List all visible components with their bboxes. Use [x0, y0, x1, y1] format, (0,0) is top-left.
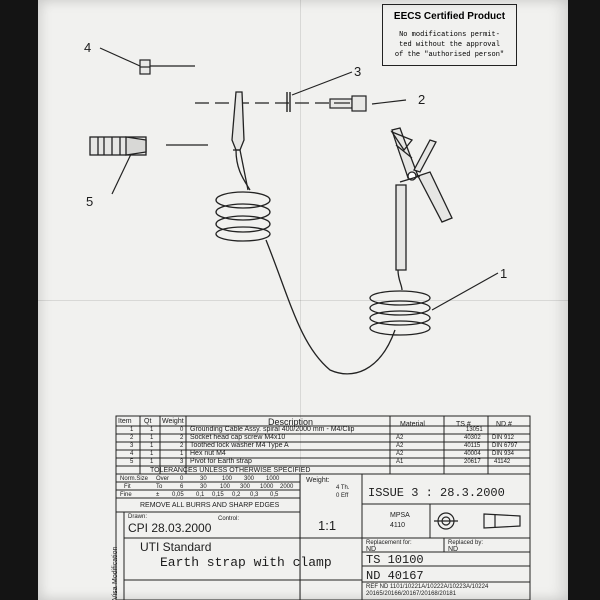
certification-box: EECS Certified Product No modifications … — [382, 4, 517, 66]
bom-header-nd: ND # — [496, 421, 512, 428]
issue-label: ISSUE 3 : 28.3.2000 — [368, 486, 505, 500]
cert-line: ted without the approval — [399, 41, 500, 49]
drawn-value: CPI 28.03.2000 — [128, 521, 212, 535]
mpsa-number: 4110 — [390, 522, 406, 529]
alligator-clamp — [390, 127, 453, 223]
bom-header-material: Material — [400, 421, 425, 428]
replaced-value: ND — [448, 546, 459, 553]
cert-line: of the "authorised person" — [394, 51, 505, 59]
modification-label: Modification — [112, 546, 119, 584]
fold-crease — [300, 0, 301, 600]
hex-nut — [139, 59, 151, 75]
nd-number: ND 40167 — [366, 569, 424, 583]
scale-note: 4 Th. — [336, 485, 350, 491]
ts-number: TS 10100 — [366, 553, 424, 567]
leader-line-3 — [291, 71, 353, 96]
fold-crease — [38, 300, 568, 301]
leader-line-2 — [371, 99, 407, 105]
cable-coil-upper — [215, 91, 396, 375]
drawn-label: Drawn: — [128, 514, 148, 520]
bom-header-description: Description — [268, 417, 314, 427]
bom-header-ts: TS # — [456, 421, 471, 428]
leader-line-5 — [111, 151, 133, 195]
cable-coil-lower — [369, 184, 431, 336]
bom-header-qt: Qt — [144, 418, 152, 425]
replacement-label: Replacement for: — [366, 540, 412, 546]
callout-4: 4 — [84, 40, 92, 55]
leader-line-1 — [431, 272, 499, 311]
reference-line: 20165/20166/20167/20168/20181 — [366, 591, 457, 597]
cert-line: No modifications permit- — [399, 31, 500, 39]
pivot — [89, 136, 147, 156]
weight-label: Weight: — [306, 477, 330, 484]
paper-sheet — [38, 0, 568, 600]
projection-symbol — [434, 512, 521, 530]
title-block-grid — [115, 415, 531, 600]
replaced-label: Replaced by: — [448, 540, 484, 546]
standard-label: UTI Standard — [140, 540, 212, 554]
drawing-title: Earth strap with clamp — [160, 555, 332, 570]
replacement-value: ND — [366, 546, 377, 553]
visa-label: Visa — [112, 586, 119, 600]
cap-screw — [329, 95, 367, 112]
bom-header-weight: Weight — [162, 418, 184, 425]
callout-1: 1 — [500, 266, 508, 281]
callout-3: 3 — [354, 64, 362, 79]
reference-line: REF ND 1101/10221A/10222A/10223A/10224 — [366, 584, 489, 590]
lock-washer — [286, 92, 291, 112]
remove-burrs-note: REMOVE ALL BURRS AND SHARP EDGES — [140, 502, 280, 509]
bom-header-item: Item — [118, 418, 132, 425]
leader-line-4 — [99, 47, 141, 67]
scale-value: 1:1 — [318, 518, 337, 533]
cert-title: EECS Certified Product — [393, 11, 506, 22]
callout-5: 5 — [86, 194, 94, 209]
scale-note: 0 Eff — [336, 493, 349, 499]
control-label: Control: — [218, 516, 240, 522]
mpsa-label: MPSA — [390, 512, 410, 519]
callout-2: 2 — [418, 92, 426, 107]
tolerance-title: TOLERANCES UNLESS OTHERWISE SPECIFIED — [150, 467, 311, 474]
